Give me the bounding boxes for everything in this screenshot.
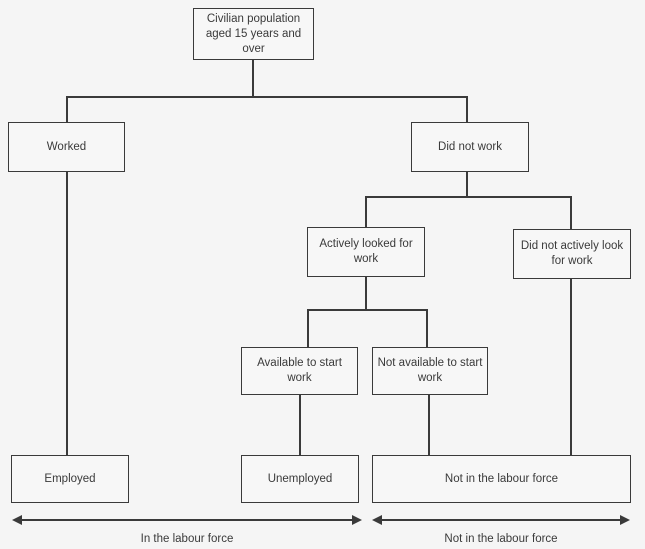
connector-actively-looked-down — [365, 276, 367, 310]
connector-available-to-unemployed — [299, 394, 301, 456]
node-not-in-the-labour-force-label: Not in the labour force — [444, 472, 559, 485]
in-labour-force-axis-line — [21, 519, 353, 521]
connector-to-did-not-actively-look — [570, 196, 572, 230]
node-not-available-to-start-work-label: Not available to start work — [377, 357, 483, 384]
not-in-labour-force-left-arrowhead — [372, 515, 382, 525]
node-did-not-work: Did not work — [411, 122, 529, 172]
connector-to-did-not-work — [466, 96, 468, 123]
connector-to-available — [307, 309, 309, 348]
connector-to-not-available — [426, 309, 428, 348]
not-in-labour-force-axis-line — [381, 519, 621, 521]
node-civilian-population: Civilian population aged 15 years and ov… — [193, 8, 314, 60]
connector-actively-looked-split — [307, 309, 428, 311]
node-employed-label: Employed — [44, 472, 96, 485]
connector-did-not-actively-look-to-nilf — [570, 278, 572, 456]
node-not-in-the-labour-force: Not in the labour force — [372, 455, 631, 503]
node-actively-looked-for-work: Actively looked for work — [307, 227, 425, 277]
not-in-labour-force-right-arrowhead — [620, 515, 630, 525]
node-did-not-actively-look-for-work-label: Did not actively look for work — [520, 240, 624, 267]
connector-worked-to-employed — [66, 171, 68, 456]
node-employed: Employed — [11, 455, 129, 503]
connector-not-available-to-nilf — [428, 394, 430, 456]
connector-to-worked — [66, 96, 68, 123]
in-labour-force-left-arrowhead — [12, 515, 22, 525]
node-unemployed: Unemployed — [241, 455, 359, 503]
node-civilian-population-label: Civilian population aged 15 years and ov… — [205, 12, 302, 55]
node-actively-looked-for-work-label: Actively looked for work — [319, 238, 413, 265]
node-unemployed-label: Unemployed — [267, 472, 333, 485]
node-available-to-start-work-label: Available to start work — [257, 357, 342, 384]
not-in-labour-force-axis-label: Not in the labour force — [444, 533, 558, 545]
connector-did-not-work-split — [365, 196, 572, 198]
connector-population-split — [66, 96, 468, 98]
node-available-to-start-work: Available to start work — [241, 347, 358, 395]
connector-population-down — [252, 60, 254, 98]
in-labour-force-right-arrowhead — [352, 515, 362, 525]
node-worked: Worked — [8, 122, 125, 172]
connector-to-actively-looked — [365, 196, 367, 228]
connector-did-not-work-down — [466, 171, 468, 198]
in-labour-force-axis-label: In the labour force — [140, 533, 234, 545]
node-worked-label: Worked — [46, 140, 87, 153]
node-did-not-work-label: Did not work — [438, 140, 502, 153]
node-did-not-actively-look-for-work: Did not actively look for work — [513, 229, 631, 279]
node-not-available-to-start-work: Not available to start work — [372, 347, 488, 395]
